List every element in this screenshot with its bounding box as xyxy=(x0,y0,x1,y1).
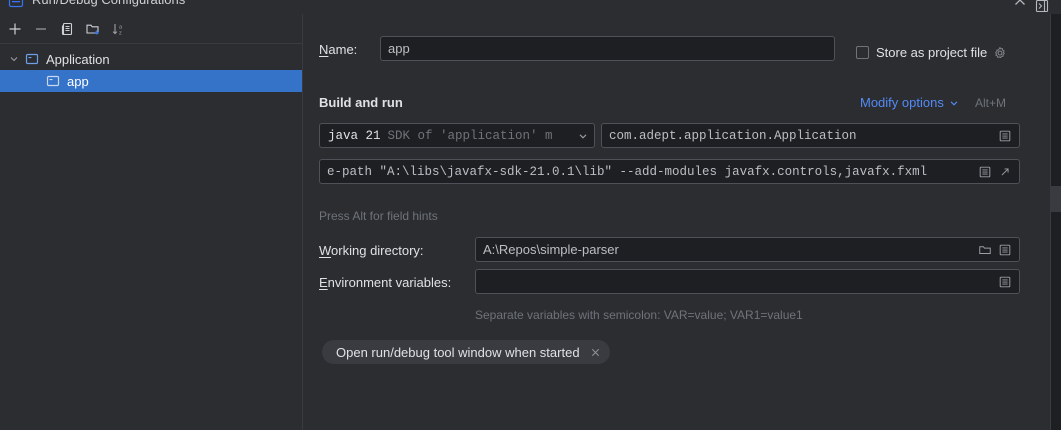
expand-editor-icon[interactable] xyxy=(995,162,1015,182)
run-debug-configurations-dialog: Run/Debug Configurations xyxy=(0,0,1032,430)
modify-options-shortcut: Alt+M xyxy=(975,96,1007,110)
working-directory-label-rest: orking directory: xyxy=(331,243,424,258)
name-label: Name: xyxy=(319,42,358,57)
configuration-editor-panel: Name: app Store as project file Build an… xyxy=(303,14,1032,430)
jre-selector[interactable]: java 21 SDK of 'application' m xyxy=(319,123,595,148)
expand-list-icon[interactable] xyxy=(975,162,995,182)
main-class-field-icons xyxy=(995,126,1019,146)
modify-options-link[interactable]: Modify options xyxy=(860,95,959,110)
tree-node-application[interactable]: Application xyxy=(0,48,302,70)
application-config-icon xyxy=(24,51,40,67)
add-configuration-button[interactable] xyxy=(2,16,28,42)
vm-options-input[interactable]: e-path "A:\libs\javafx-sdk-21.0.1\lib" -… xyxy=(319,159,1020,184)
vm-options-value: e-path "A:\libs\javafx-sdk-21.0.1\lib" -… xyxy=(327,164,928,179)
remove-configuration-button[interactable] xyxy=(28,16,54,42)
svg-text:a: a xyxy=(119,24,123,30)
environment-variables-label: Environment variables: xyxy=(319,275,452,290)
name-input-value: app xyxy=(388,41,410,56)
working-directory-input[interactable]: A:\Repos\simple-parser xyxy=(475,237,1020,262)
field-hint-text: Press Alt for field hints xyxy=(319,209,438,223)
dialog-title: Run/Debug Configurations xyxy=(32,0,185,7)
chevron-down-icon[interactable] xyxy=(6,51,22,67)
svg-text:z: z xyxy=(119,30,122,36)
gear-icon[interactable] xyxy=(993,46,1007,60)
expand-list-icon[interactable] xyxy=(995,240,1015,260)
environment-variables-field-icons xyxy=(995,272,1019,292)
name-label-rest: ame: xyxy=(328,42,358,57)
run-config-icon xyxy=(8,0,24,9)
environment-variables-hint: Separate variables with semicolon: VAR=v… xyxy=(475,308,803,322)
chip-label: Open run/debug tool window when started xyxy=(336,344,580,360)
close-icon[interactable] xyxy=(588,344,604,360)
environment-variables-label-rest: nvironment variables: xyxy=(327,275,452,290)
close-icon[interactable] xyxy=(1010,0,1030,10)
store-as-project-file-label: Store as project file xyxy=(876,45,988,60)
tree-node-label: Application xyxy=(46,51,110,67)
configurations-toolbar: a z xyxy=(0,14,302,44)
new-folder-button[interactable] xyxy=(80,16,106,42)
jre-primary: java 21 xyxy=(328,128,381,143)
background-ide-edge-strip xyxy=(1032,0,1061,430)
main-class-value: com.adept.application.Application xyxy=(609,128,857,143)
dialog-titlebar: Run/Debug Configurations xyxy=(0,0,1032,14)
sort-alpha-icon[interactable]: a z xyxy=(106,16,132,42)
copy-configuration-button[interactable] xyxy=(54,16,80,42)
working-directory-field-icons xyxy=(975,240,1019,260)
chevron-down-icon[interactable] xyxy=(949,98,959,108)
application-config-icon xyxy=(45,73,61,89)
name-input[interactable]: app xyxy=(380,36,835,61)
modify-options-label: Modify options xyxy=(860,95,944,110)
working-directory-label: Working directory: xyxy=(319,243,424,258)
browse-folder-icon[interactable] xyxy=(975,240,995,260)
scrollbar-thumb[interactable] xyxy=(1051,186,1061,212)
tool-window-icon[interactable] xyxy=(1034,0,1050,14)
expand-list-icon[interactable] xyxy=(995,272,1015,292)
build-and-run-title: Build and run xyxy=(319,95,403,110)
expand-list-icon[interactable] xyxy=(995,126,1015,146)
store-as-project-file-checkbox[interactable]: Store as project file xyxy=(856,45,1007,60)
environment-variables-input[interactable] xyxy=(475,269,1020,294)
chevron-down-icon[interactable] xyxy=(572,131,594,141)
chip-open-run-debug-tool-window[interactable]: Open run/debug tool window when started xyxy=(322,340,610,364)
jre-secondary: SDK of 'application' m xyxy=(387,128,553,143)
configurations-tree[interactable]: Application app xyxy=(0,45,302,430)
editor-scrollbar-gutter[interactable] xyxy=(1050,14,1061,430)
main-class-input[interactable]: com.adept.application.Application xyxy=(601,123,1020,148)
vm-options-field-icons xyxy=(975,162,1019,182)
tree-node-label: app xyxy=(67,73,89,89)
working-directory-value: A:\Repos\simple-parser xyxy=(483,242,619,257)
tree-node-app[interactable]: app xyxy=(0,70,302,92)
configurations-panel: a z Application xyxy=(0,14,303,430)
checkbox-box[interactable] xyxy=(856,46,869,59)
